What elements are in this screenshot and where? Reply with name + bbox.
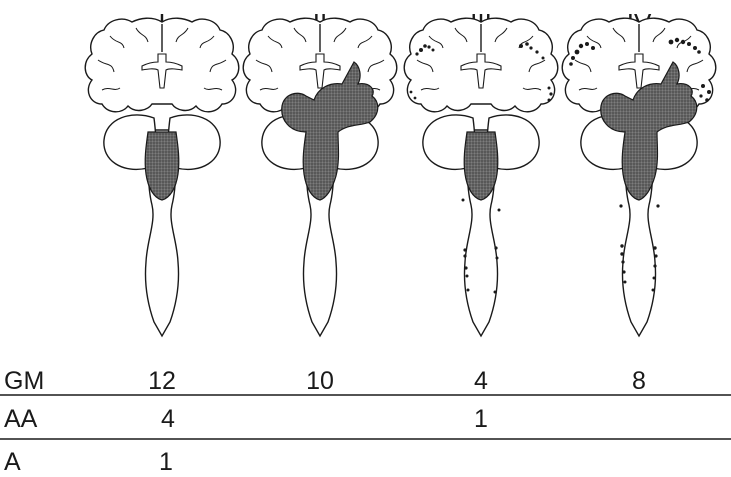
- panel-1: I: [85, 8, 239, 336]
- panel-2: II: [243, 8, 397, 336]
- panel-4: IV: [562, 8, 716, 336]
- cell-gm-4: 8: [632, 367, 646, 395]
- cell-aa-3: 1: [474, 405, 488, 433]
- cell-gm-3: 4: [474, 367, 488, 395]
- row-label-aa: AA: [4, 405, 38, 433]
- row-label-gm: GM: [4, 367, 44, 395]
- cell-a-1: 1: [159, 448, 173, 476]
- cell-gm-2: 10: [306, 367, 334, 395]
- cell-gm-1: 12: [148, 367, 176, 395]
- data-table: GM 12 10 4 8 AA 4 1 A 1: [0, 367, 731, 476]
- row-label-a: A: [4, 448, 21, 476]
- cell-aa-1: 4: [161, 405, 175, 433]
- panel-3: III: [404, 8, 558, 336]
